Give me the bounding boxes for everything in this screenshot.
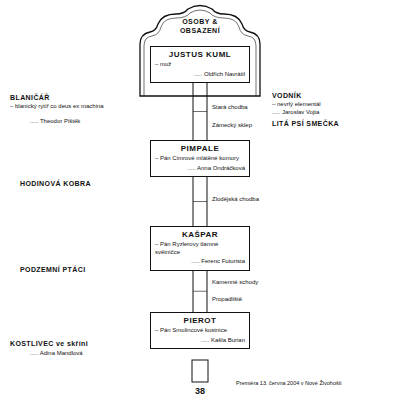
character-label: HODINOVÁ KOBRA [20,180,130,189]
passage-connector [193,177,207,226]
passage-label: Zámecký sklep [212,122,272,130]
room-note: ..... Ferenc Futurista [155,258,245,266]
character-label: BLANIČÁŘ [10,94,120,103]
room-box: PIMPALE – Pán Cimrové mlátěné komory.....… [150,140,250,177]
frame-inner-line [144,10,256,96]
character-label: – blanický rytíř co deus ex machina [10,103,120,111]
room-note: – muž [155,61,245,69]
room-note: – Pán Smolincové kostnice [155,327,245,335]
room-name: PIMPALE [155,144,245,153]
passage-divider [193,291,207,292]
passage-label: Propadliště [212,296,272,304]
bottom-passage [192,360,208,382]
character-label: ..... Theodor Pištěk [30,118,130,126]
character-label: ..... Jaroslav Vojta [272,109,382,117]
room-box: KAŠPAR – Pán Ryzlerovy tlamné světničce..… [150,226,250,271]
passage-divider [193,201,207,202]
passage-connector [193,83,207,140]
room-note: ..... Anna Ondráčková [155,165,245,173]
room-name: JUSTUS KUML [155,50,245,59]
room-name: PIEROT [155,316,245,325]
room-note: ..... Oldřich Navrátil [155,71,245,79]
character-label: KOSTLIVEC ve skříni [10,340,130,349]
character-label: ..... Adina Mandlová [30,350,130,358]
character-label: – nevrlý elementál [272,101,382,109]
title: OSOBY & OBSAZENÍ [170,17,230,35]
passage-divider [193,111,207,112]
room-box: PIEROT – Pán Smolincové kostnice ..... Kaš… [150,312,250,349]
ornamental-frame [140,6,260,97]
room-note: – Pán Cimrové mlátěné komory [155,155,245,163]
room-note: – Pán Ryzlerovy tlamné světničce [155,241,245,256]
room-name: KAŠPAR [155,230,245,239]
character-label: LITÁ PSÍ SMEČKA [272,120,382,129]
passage-label: Kamenné schody [212,279,272,287]
page-number: 38 [190,386,210,397]
passage-label: Zlodějská chodba [212,196,272,204]
character-label: PODZEMNÍ PTÁCI [20,266,130,275]
character-label: Premiéra 13. června 2004 v Nové Živohošt… [236,380,386,387]
passage-label: Stará chodba [212,104,272,112]
character-label: VODNÍK [272,92,382,101]
passage-connector [193,271,207,313]
room-box: JUSTUS KUML – muž ..... Oldřich Navrátil [150,46,250,83]
room-note: ..... Kašla Burian [155,337,245,345]
